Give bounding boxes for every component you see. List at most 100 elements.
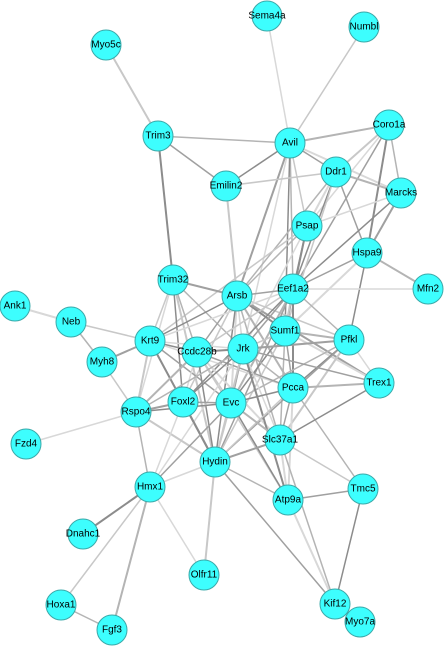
edge-sumf1-hydin	[214, 330, 286, 463]
node-trim32[interactable]: Trim32	[157, 264, 189, 296]
node-slc37a1[interactable]: Slc37a1	[262, 424, 299, 456]
node-ank1[interactable]: Ank1	[0, 290, 31, 322]
node-sema4a[interactable]: Sema4a	[248, 0, 286, 32]
edge-krt9-evc	[149, 340, 232, 404]
edge-numbl-avil	[289, 26, 365, 144]
node-myo7a[interactable]: Myo7a	[344, 606, 376, 638]
node-circle-foxl2[interactable]	[167, 386, 199, 418]
node-hoxa1[interactable]: Hoxa1	[45, 589, 77, 621]
node-circle-neb[interactable]	[55, 306, 87, 338]
node-evc[interactable]: Evc	[215, 387, 247, 419]
edge-hmx1-olfr11	[149, 486, 205, 576]
node-dnahc1[interactable]: Dnahc1	[66, 518, 101, 550]
node-circle-fgf3[interactable]	[96, 614, 128, 646]
edge-krt9-pcca	[149, 340, 294, 389]
node-circle-sema4a[interactable]	[251, 0, 283, 32]
node-circle-ccdc28b[interactable]	[181, 336, 213, 368]
node-eef1a2[interactable]: Eef1a2	[277, 273, 309, 305]
node-circle-kif12[interactable]	[319, 588, 351, 620]
node-label-psap: Psap	[296, 221, 319, 232]
node-avil[interactable]: Avil	[274, 127, 306, 159]
node-circle-myh8[interactable]	[86, 346, 118, 378]
node-circle-numbl[interactable]	[348, 11, 380, 43]
node-circle-pfkl[interactable]	[333, 324, 365, 356]
node-krt9[interactable]: Krt9	[134, 325, 166, 357]
node-label-hydin: Hydin	[202, 457, 228, 468]
edge-jrk-trex1	[242, 348, 380, 384]
node-circle-rspo4[interactable]	[120, 396, 152, 428]
node-circle-psap[interactable]	[291, 210, 323, 242]
node-circle-mfn2[interactable]	[412, 273, 444, 305]
node-arsb[interactable]: Arsb	[221, 280, 253, 312]
node-circle-atp9a[interactable]	[272, 484, 304, 516]
node-pfkl[interactable]: Pfkl	[333, 324, 365, 356]
node-numbl[interactable]: Numbl	[348, 11, 380, 43]
node-hmx1[interactable]: Hmx1	[134, 471, 166, 503]
node-circle-pcca[interactable]	[277, 372, 309, 404]
node-hydin[interactable]: Hydin	[199, 446, 231, 478]
node-fzd4[interactable]: Fzd4	[10, 428, 42, 460]
edge-avil-coro1a	[289, 124, 390, 144]
node-circle-ddr1[interactable]	[320, 156, 352, 188]
node-label-krt9: Krt9	[141, 336, 160, 347]
node-coro1a[interactable]: Coro1a	[373, 109, 406, 141]
edge-sumf1-trex1	[284, 330, 380, 384]
node-myh8[interactable]: Myh8	[86, 346, 118, 378]
node-sumf1[interactable]: Sumf1	[269, 315, 301, 347]
edge-rspo4-fzd4	[25, 411, 137, 445]
node-circle-hydin[interactable]	[199, 446, 231, 478]
node-circle-coro1a[interactable]	[373, 109, 405, 141]
node-foxl2[interactable]: Foxl2	[167, 386, 199, 418]
edge-slc37a1-kif12	[279, 439, 336, 605]
node-circle-trim3[interactable]	[142, 120, 174, 152]
node-jrk[interactable]: Jrk	[227, 333, 259, 365]
node-myo5c[interactable]: Myo5c	[90, 29, 122, 61]
node-circle-hoxa1[interactable]	[45, 589, 77, 621]
node-emilin2[interactable]: Emilin2	[210, 170, 243, 202]
node-circle-avil[interactable]	[274, 127, 306, 159]
node-label-mfn2: Mfn2	[417, 284, 440, 295]
node-circle-slc37a1[interactable]	[264, 424, 296, 456]
node-tmc5[interactable]: Tmc5	[347, 473, 379, 505]
node-marcks[interactable]: Marcks	[385, 177, 417, 209]
node-circle-dnahc1[interactable]	[67, 518, 99, 550]
node-circle-ank1[interactable]	[0, 290, 31, 322]
node-label-dnahc1: Dnahc1	[66, 529, 101, 540]
node-label-eef1a2: Eef1a2	[277, 284, 309, 295]
node-psap[interactable]: Psap	[291, 210, 323, 242]
node-kif12[interactable]: Kif12	[319, 588, 351, 620]
node-olfr11[interactable]: Olfr11	[188, 559, 220, 591]
node-mfn2[interactable]: Mfn2	[412, 273, 444, 305]
edge-emilin2-arsb	[225, 185, 238, 297]
node-hspa9[interactable]: Hspa9	[351, 237, 383, 269]
node-ddr1[interactable]: Ddr1	[320, 156, 352, 188]
node-neb[interactable]: Neb	[55, 306, 87, 338]
edge-jrk-atp9a	[242, 348, 289, 501]
node-circle-hmx1[interactable]	[134, 471, 166, 503]
node-circle-marcks[interactable]	[385, 177, 417, 209]
node-trim3[interactable]: Trim3	[142, 120, 174, 152]
node-ccdc28b[interactable]: Ccdc28b	[177, 336, 217, 368]
node-circle-myo7a[interactable]	[344, 606, 376, 638]
node-circle-eef1a2[interactable]	[277, 273, 309, 305]
node-circle-jrk[interactable]	[227, 333, 259, 365]
node-pcca[interactable]: Pcca	[277, 372, 309, 404]
edge-ccdc28b-pcca	[196, 351, 294, 389]
node-trex1[interactable]: Trex1	[363, 367, 395, 399]
node-circle-myo5c[interactable]	[90, 29, 122, 61]
node-circle-fzd4[interactable]	[10, 428, 42, 460]
node-rspo4[interactable]: Rspo4	[120, 396, 152, 428]
node-circle-arsb[interactable]	[221, 280, 253, 312]
node-fgf3[interactable]: Fgf3	[96, 614, 128, 646]
node-circle-emilin2[interactable]	[210, 170, 242, 202]
node-circle-sumf1[interactable]	[269, 315, 301, 347]
node-label-pcca: Pcca	[282, 383, 305, 394]
node-circle-olfr11[interactable]	[188, 559, 220, 591]
node-circle-tmc5[interactable]	[347, 473, 379, 505]
node-circle-trim32[interactable]	[157, 264, 189, 296]
node-circle-evc[interactable]	[215, 387, 247, 419]
node-atp9a[interactable]: Atp9a	[272, 484, 304, 516]
node-circle-trex1[interactable]	[363, 367, 395, 399]
node-circle-krt9[interactable]	[134, 325, 166, 357]
node-circle-hspa9[interactable]	[351, 237, 383, 269]
